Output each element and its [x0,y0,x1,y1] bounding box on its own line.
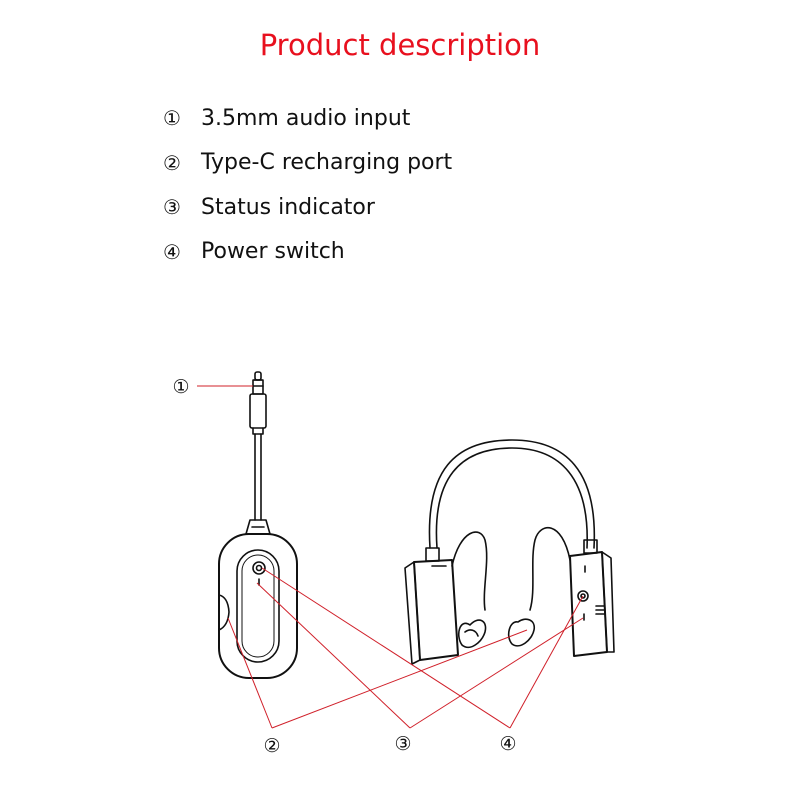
callout-1: ① [172,376,189,398]
feature-number: ③ [163,195,181,220]
callout-3: ③ [394,733,411,755]
feature-item-power-switch: ④ Power switch [163,230,452,275]
feature-label: Type-C recharging port [201,150,453,176]
feature-number: ② [163,150,181,175]
transmitter-body-drawing [218,533,298,679]
page-title: Product description [259,28,541,62]
feature-label: Status indicator [201,194,375,220]
right-earpiece-drawing [507,526,615,657]
audio-plug-drawing [245,371,271,535]
headband-drawing [425,439,598,562]
callout-4: ④ [499,733,516,755]
feature-list: ① 3.5mm audio input ② Type-C recharging … [163,96,452,274]
feature-item-audio-input: ① 3.5mm audio input [163,96,452,141]
feature-number: ④ [163,239,181,264]
leader-lines [197,385,584,729]
feature-item-typec-port: ② Type-C recharging port [163,141,452,186]
callout-2: ② [263,735,280,757]
feature-number: ① [163,106,181,131]
left-earpiece-drawing [404,531,488,665]
feature-label: Power switch [201,239,345,265]
feature-label: 3.5mm audio input [201,105,411,131]
feature-item-status-indicator: ③ Status indicator [163,185,452,230]
